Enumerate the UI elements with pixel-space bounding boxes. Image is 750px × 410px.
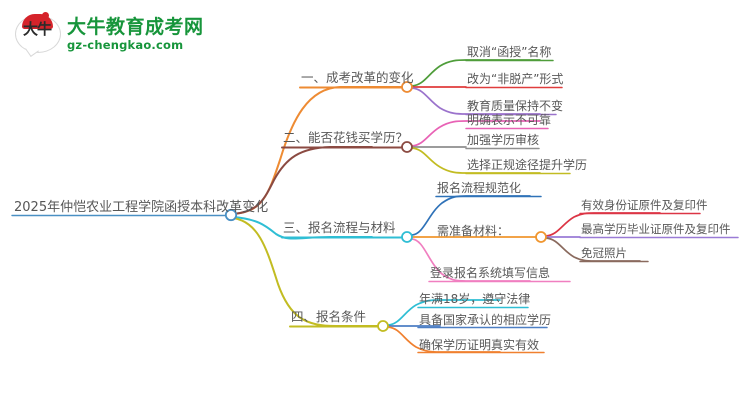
mindmap-node-cancel-hanshou[interactable]: 取消“函授”名称 — [467, 45, 552, 59]
logo-title: 大牛教育成考网 — [67, 15, 204, 38]
site-logo: 大牛 大牛教育成考网 gz-chengkao.com — [14, 10, 214, 58]
mindmap-node-process-standard[interactable]: 报名流程规范化 — [437, 181, 522, 195]
mindmap-node-strict-review[interactable]: 加强学历审核 — [467, 133, 540, 147]
node-dot-root — [224, 208, 238, 222]
link-root-branch-4 — [232, 217, 379, 327]
mindmap-branch-2-label[interactable]: 二、能否花钱买学历？ — [283, 130, 409, 145]
link-branch-2-child-3 — [411, 147, 541, 174]
mindmap-node-recognized-degree[interactable]: 具备国家承认的相应学历 — [419, 313, 552, 327]
logo-text-block: 大牛教育成考网 gz-chengkao.com — [67, 15, 204, 52]
mindmap-node-feituochan[interactable]: 改为“非脱产”形式 — [467, 72, 564, 86]
link-branch-4-child-1 — [387, 299, 501, 326]
node-dot-branch-1 — [401, 81, 413, 93]
mindmap-root-label[interactable]: 2025年仲恺农业工程学院函授本科改革变化 — [14, 200, 269, 215]
mindmap-node-valid-proof[interactable]: 确保学历证明真实有效 — [419, 338, 540, 352]
logo-url: gz-chengkao.com — [67, 37, 184, 52]
logo-mark-icon: 大牛 — [14, 12, 61, 57]
mindmap-node-diploma[interactable]: 最高学历毕业证原件及复印件 — [581, 222, 731, 236]
node-dot-branch-3 — [401, 231, 413, 243]
mindmap-node-formal-path[interactable]: 选择正规途径提升学历 — [467, 158, 588, 172]
mindmap-node-age-law[interactable]: 年满18岁，遵守法律 — [419, 292, 531, 306]
graduation-cap-knob — [42, 12, 49, 19]
mindmap-branch-4-label[interactable]: 四、报名条件 — [291, 309, 367, 324]
link-root-branch-1 — [232, 86, 403, 215]
mindmap-node-photo[interactable]: 免冠照片 — [581, 246, 627, 260]
link-root-branch-2 — [232, 146, 373, 215]
mindmap-node-materials-needed[interactable]: 需准备材料： — [437, 224, 510, 238]
node-dot-branch-2 — [401, 141, 413, 153]
node-dot-materials — [535, 231, 547, 243]
mindmap-node-quality-unchanged[interactable]: 教育质量保持不变 — [467, 99, 564, 113]
logo-mark-text: 大牛 — [22, 20, 52, 38]
link-branch-1-child-3 — [411, 87, 541, 115]
mindmap-node-online-register[interactable]: 登录报名系统填写信息 — [430, 266, 551, 280]
mindmap-node-not-reliable[interactable]: 明确表示不可靠 — [467, 113, 552, 127]
mindmap-node-id-card[interactable]: 有效身份证原件及复印件 — [581, 198, 708, 212]
mindmap-branch-1-label[interactable]: 一、成考改革的变化 — [301, 70, 414, 85]
node-dot-branch-4 — [377, 320, 389, 332]
mindmap-branch-3-label[interactable]: 三、报名流程与材料 — [283, 220, 396, 235]
link-branch-2-child-1 — [411, 120, 541, 147]
link-branch-1-child-1 — [411, 59, 541, 87]
